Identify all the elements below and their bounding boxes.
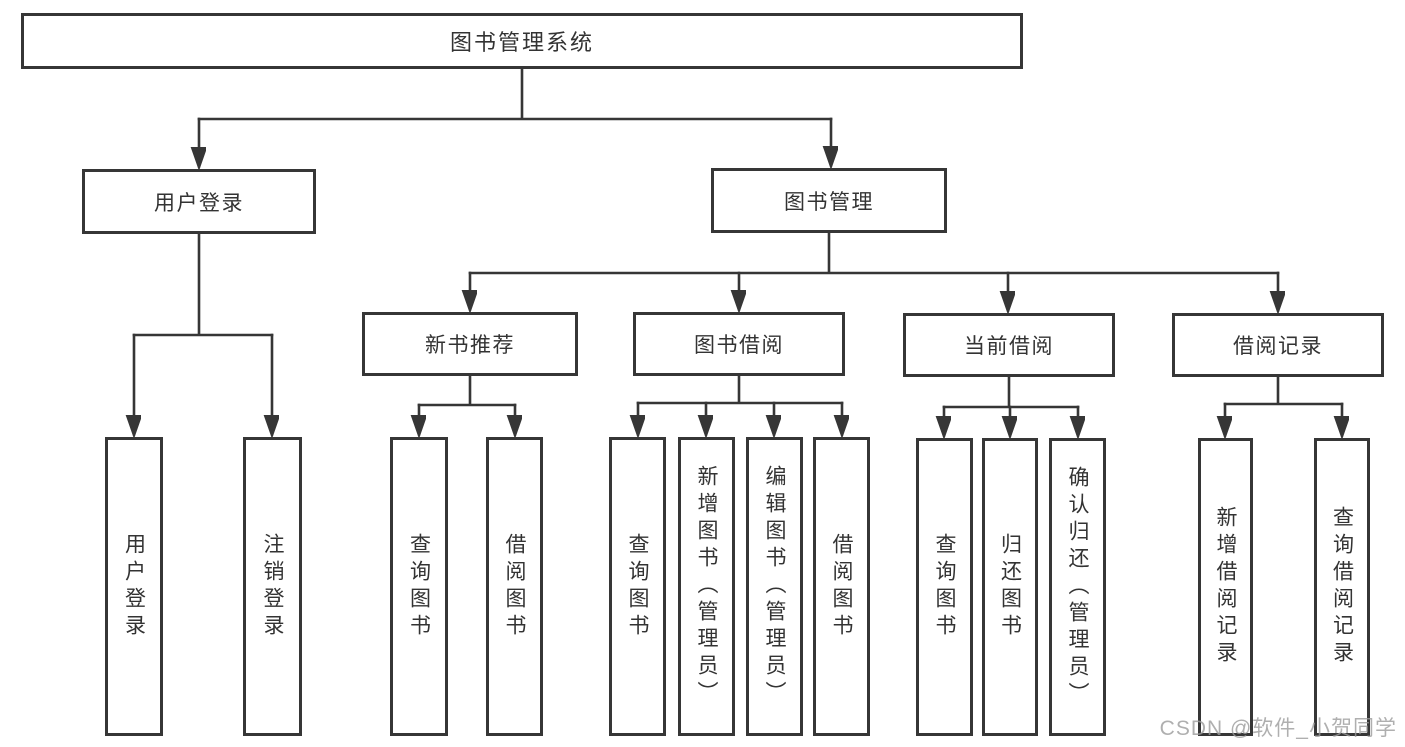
- connector-book-borrow-trunk: [636, 374, 844, 405]
- node-label: 查询图书: [407, 532, 431, 641]
- leaf-confirm-return-admin: 确认归还（管理员）: [1049, 438, 1106, 736]
- node-book-management: 图书管理: [711, 168, 947, 233]
- connector-root-trunk: [197, 67, 833, 121]
- node-label: 用户登录: [122, 532, 146, 641]
- connector-book-mgmt-trunk: [468, 231, 1280, 275]
- connector-borrow-records-trunk: [1223, 375, 1344, 406]
- node-label: 确认归还（管理员）: [1066, 465, 1089, 709]
- leaf-borrow-books-rec: 借阅图书: [486, 437, 543, 736]
- node-borrowing-records: 借阅记录: [1172, 313, 1384, 377]
- node-label: 编辑图书（管理员）: [763, 465, 786, 708]
- leaf-add-borrow-record: 新增借阅记录: [1198, 438, 1253, 736]
- node-new-book-recommend: 新书推荐: [362, 312, 578, 376]
- node-label: 新书推荐: [425, 334, 515, 357]
- node-book-borrowing: 图书借阅: [633, 312, 845, 376]
- node-label: 图书借阅: [694, 334, 784, 357]
- node-label: 注销登录: [261, 532, 284, 641]
- leaf-query-books-rec: 查询图书: [390, 437, 448, 736]
- connector-new-book-rec-trunk: [417, 374, 517, 407]
- csdn-watermark: CSDN @软件_小贺同学: [1159, 717, 1397, 740]
- leaf-add-books-admin: 新增图书（管理员）: [678, 437, 735, 736]
- node-user-login: 用户登录: [82, 169, 316, 234]
- leaf-query-books-cb: 查询图书: [916, 438, 973, 736]
- leaf-borrow-books-bb: 借阅图书: [813, 437, 870, 736]
- node-label: 借阅图书: [830, 532, 853, 641]
- node-label: 新增借阅记录: [1214, 506, 1237, 668]
- node-label: 图书管理系统: [449, 30, 594, 55]
- node-label: 查询借阅记录: [1330, 506, 1354, 668]
- connector-user-login-trunk: [132, 232, 274, 337]
- leaf-logout: 注销登录: [243, 437, 302, 736]
- leaf-query-books-bb: 查询图书: [609, 437, 666, 736]
- node-label: 图书管理: [784, 190, 874, 214]
- leaf-query-borrow-record: 查询借阅记录: [1314, 438, 1370, 736]
- leaf-edit-books-admin: 编辑图书（管理员）: [746, 437, 803, 736]
- node-label: 当前借阅: [964, 335, 1054, 358]
- node-label: 用户登录: [154, 191, 244, 215]
- connector-current-borrow-trunk: [942, 375, 1080, 409]
- node-label: 新增图书（管理员）: [695, 465, 718, 708]
- leaf-user-login: 用户登录: [105, 437, 163, 736]
- leaf-return-books: 归还图书: [982, 438, 1038, 736]
- node-label: 借阅记录: [1233, 335, 1323, 358]
- node-library-system: 图书管理系统: [21, 13, 1023, 69]
- node-label: 借阅图书: [503, 532, 526, 641]
- node-label: 查询图书: [626, 532, 649, 641]
- node-label: 归还图书: [998, 533, 1022, 641]
- node-label: 查询图书: [933, 533, 956, 641]
- node-current-borrowing: 当前借阅: [903, 313, 1115, 377]
